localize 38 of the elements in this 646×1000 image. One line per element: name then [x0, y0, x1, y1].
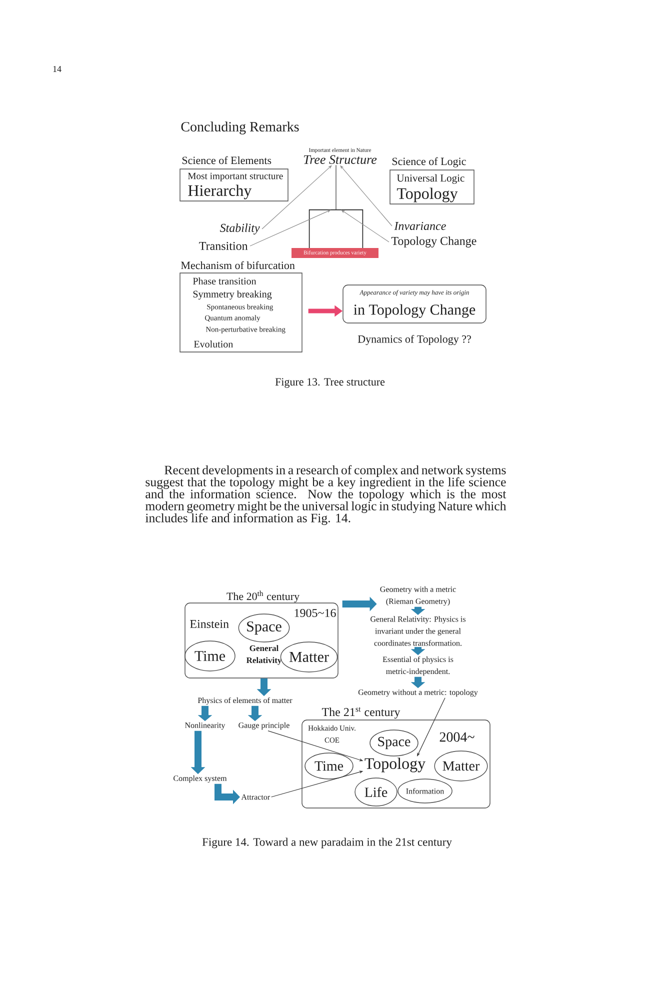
concept-label: Physics of elements of matter — [198, 697, 292, 705]
concept-label: Transition — [199, 242, 248, 250]
figure-heading: Concluding Remarks — [181, 122, 299, 134]
concept-label: Geometry with a metric (Rieman Geometry) — [380, 586, 456, 606]
box-heading: Science of Logic — [392, 157, 466, 168]
concept-label: General Relativity: Physics is invariant under the general coordinates transformation. — [370, 616, 466, 646]
figure-caption: Figure 13. Tree structure — [275, 378, 385, 388]
figure-caption: Figure 14. Toward a new paradaim in the 21st century — [202, 838, 452, 848]
concept-label: Topology Change — [391, 236, 476, 248]
box-heading: Science of Elements — [182, 156, 272, 164]
concept-label: Stability — [220, 224, 260, 234]
node-label: 1905~16 — [294, 608, 336, 618]
arrow — [341, 210, 390, 242]
concept-label: Invariance — [394, 222, 446, 230]
box-note: Dynamics of Topology ?? — [358, 334, 471, 346]
node-label: Evolution — [194, 340, 233, 348]
node-label: Symmetry breaking — [193, 290, 272, 300]
concept-label: Essential of physics is metric-independent. — [382, 656, 454, 676]
concept-label: Gauge principle — [238, 722, 290, 730]
node-label: General Relativity — [246, 645, 282, 665]
node-label: 2004~ — [440, 732, 474, 742]
concept-label: Attractor — [241, 794, 270, 800]
node-label: Einstein — [190, 620, 229, 628]
box-heading: Mechanism of bifurcation — [181, 261, 295, 270]
page-number: 14 — [53, 66, 62, 72]
body-paragraph: Recent developments in a research of complex and network systems suggest that the topology might be a key ingredient in the life science and the information science. Now the topology which is the most modern geometry might be the universal logic in studying Nature which includes life and information as Fig. 14. — [145, 465, 506, 525]
box-heading: The 20$^{th}$ century — [226, 590, 300, 602]
concept-label: Geometry without a metric: topology — [358, 689, 478, 697]
node-label: Phase transition — [192, 277, 256, 285]
concept-label: Topology — [364, 758, 426, 772]
concept-label: Nonlinearity — [185, 722, 226, 730]
arrow — [262, 165, 332, 230]
text-box: Most important structure Hierarchy — [180, 168, 288, 202]
tree-branch — [308, 209, 364, 249]
text-box: Universal Logic Topology — [390, 170, 474, 204]
arrow — [250, 210, 331, 246]
concept-label: Complex system — [174, 775, 227, 783]
box-heading: The 21$^{st}$ century — [322, 707, 400, 719]
